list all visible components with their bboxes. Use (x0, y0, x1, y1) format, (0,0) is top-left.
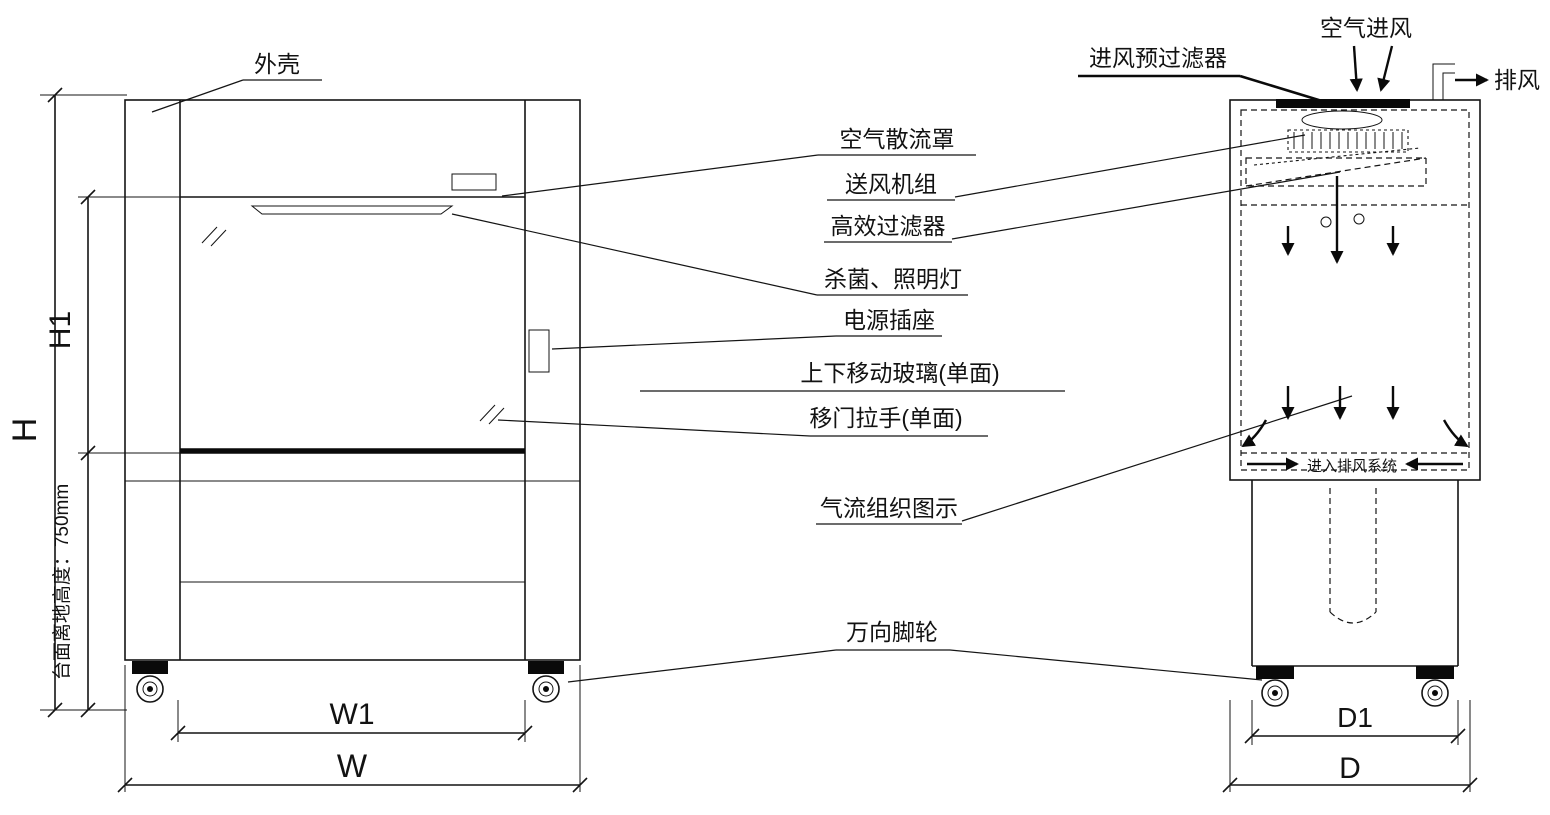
power-socket-label: 电源插座 (843, 307, 935, 333)
side-top-labels: 进风预过滤器 空气进风 排风 (1078, 15, 1540, 103)
dim-label-H: H (6, 418, 44, 443)
front-left-caster (132, 661, 168, 703)
glass-hatch-top (201, 226, 227, 247)
casters-label: 万向脚轮 (846, 619, 938, 645)
fan-inlet (1301, 110, 1383, 130)
pedestal (1251, 480, 1459, 667)
lamp-circle-2 (1353, 213, 1365, 225)
callouts: 外壳 空气散流罩 送风机组 高效过滤器 杀菌、照明灯 电源插座 上下移动玻璃(单… (151, 51, 1353, 683)
control-panel (451, 173, 497, 191)
exhaust-label: 排风 (1494, 67, 1540, 93)
door-handle-label: 移门拉手(单面) (809, 405, 962, 431)
lamp-cover (250, 205, 454, 215)
front-right-caster (528, 661, 564, 703)
side-right-caster (1416, 666, 1454, 707)
glass-hatch-bottom (479, 404, 505, 425)
hepa-filter-label: 高效过滤器 (831, 213, 946, 239)
exhaust-pipe (1432, 63, 1455, 100)
dim-label-H1: H1 (44, 311, 77, 349)
side-view: 进入排风系统 (1229, 63, 1481, 707)
dim-label-W1: W1 (330, 698, 375, 731)
sliding-glass-label: 上下移动玻璃(单面) (800, 360, 999, 386)
cabinet-outer-shell (124, 99, 581, 661)
inlet-prefilter-shape (1276, 99, 1410, 108)
airflow-arrows-upper (1281, 176, 1400, 264)
power-socket-shape (528, 329, 550, 373)
airflow-arrows-lower (1241, 386, 1469, 471)
exhaust-duct-dashed (1329, 488, 1377, 624)
lamp-circle-1 (1320, 216, 1332, 228)
uv-lighting-lamp-label: 杀菌、照明灯 (824, 266, 962, 292)
left-dimensions: H H1 台面离地高度：750mm (6, 87, 180, 718)
table-height-label: 台面离地高度：750mm (51, 484, 73, 680)
side-bottom-dimensions: D1 D (1222, 700, 1478, 793)
dim-label-D: D (1339, 752, 1361, 785)
front-view (124, 99, 581, 703)
air-inlet-label: 空气进风 (1320, 15, 1412, 41)
side-inner-dashed (1240, 109, 1470, 471)
inlet-prefilter-label: 进风预过滤器 (1089, 45, 1227, 71)
side-left-caster (1256, 666, 1294, 707)
supply-fan-unit-label: 送风机组 (845, 171, 937, 197)
fan-unit-block (1253, 129, 1421, 166)
air-diffuser-label: 空气散流罩 (840, 126, 955, 152)
airflow-diagram-label: 气流组织图示 (820, 495, 958, 521)
dim-label-W: W (337, 748, 368, 784)
outer-shell-label: 外壳 (254, 51, 300, 77)
hepa-filter-block (1245, 157, 1427, 187)
dim-label-D1: D1 (1337, 702, 1373, 733)
enter-exhaust-system-label: 进入排风系统 (1307, 458, 1397, 475)
front-bottom-dimensions: W1 W (117, 665, 588, 793)
